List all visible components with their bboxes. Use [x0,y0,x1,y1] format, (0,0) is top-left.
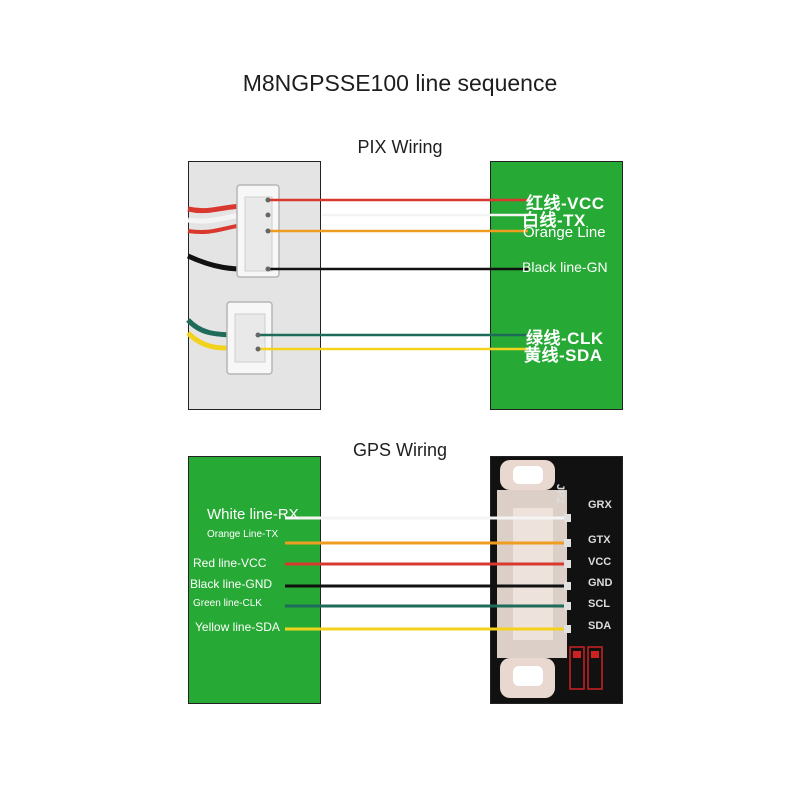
pix-label-orange: Orange Line [523,224,606,241]
gps-label-orange: Orange Line-TX [207,529,279,540]
board-connector-id: JP2 [554,484,566,504]
pix-green-panel [490,161,623,410]
gps-board-connector [497,460,603,698]
pix-label-clk: 绿线-CLK [526,329,604,348]
pix-wiring-heading: PIX Wiring [357,137,443,157]
board-pin-sda: SDA [588,620,612,632]
gps-label-green: Green line-CLK [193,598,262,609]
gps-label-yellow: Yellow line-SDA [195,620,280,634]
board-pin-grx: GRX [588,499,612,511]
gps-label-black: Black line-GND [190,577,273,591]
pix-wires [255,197,528,352]
gps-wiring-heading: GPS Wiring [352,440,448,460]
board-pin-gtx: GTX [588,534,611,546]
pix-label-vcc: 红线-VCC [526,194,605,213]
pix-label-sda: 黄线-SDA [524,346,603,365]
gps-label-white: White line-RX [207,506,299,523]
board-pin-vcc: VCC [588,556,612,568]
pix-label-black: Black line-GN [522,259,608,275]
gps-wires [285,514,571,633]
board-pin-gnd: GND [588,577,613,589]
gps-label-red: Red line-VCC [193,556,267,570]
diagram-title: M8NGPSSE100 line sequence [242,70,558,96]
pix-label-tx: 白线-TX [522,211,586,230]
gps-green-panel [188,456,321,704]
board-pin-scl: SCL [588,598,610,610]
